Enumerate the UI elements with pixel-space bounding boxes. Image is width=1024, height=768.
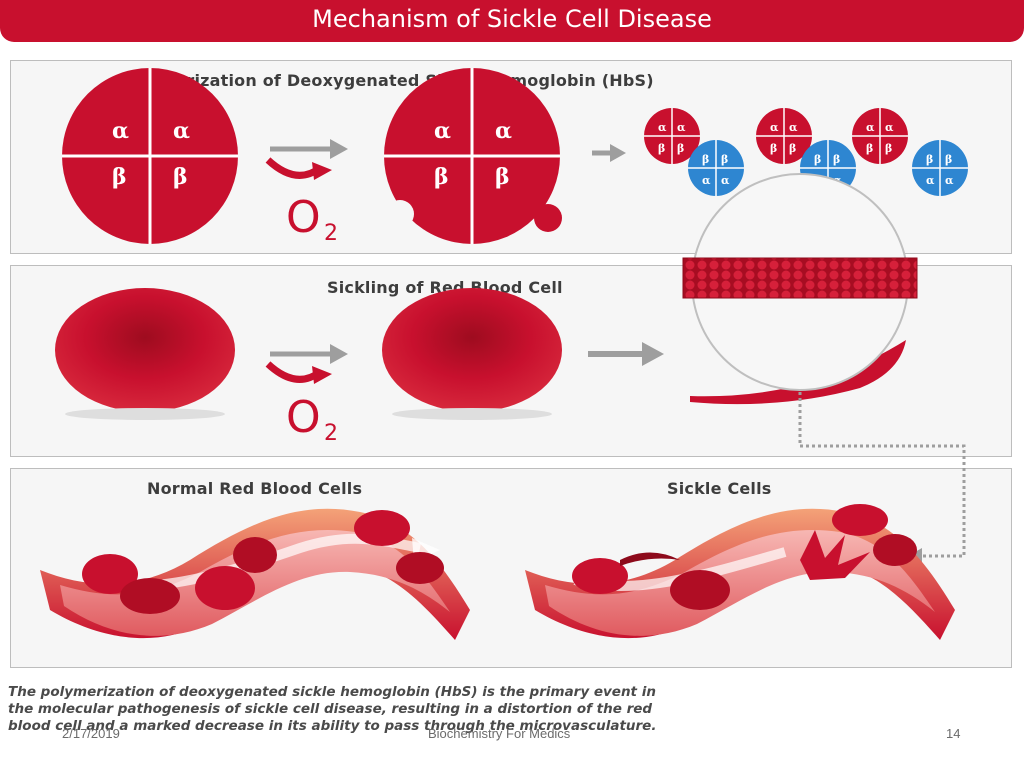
oxygen-symbol: O bbox=[286, 192, 321, 243]
beta-label: β bbox=[721, 153, 728, 166]
alpha-label: α bbox=[945, 174, 954, 187]
footer-date: 2/17/2019 bbox=[62, 726, 120, 741]
beta-label: β bbox=[658, 142, 665, 155]
beta-label: β bbox=[770, 142, 777, 155]
beta-label: β bbox=[814, 153, 821, 166]
oxygen-subscript: 2 bbox=[324, 421, 338, 446]
alpha-label: α bbox=[173, 118, 190, 144]
oxygen-symbol: O bbox=[286, 392, 321, 443]
sickle-cell-blood-vessel bbox=[525, 504, 955, 640]
normal-cells-header: Normal Red Blood Cells bbox=[147, 479, 363, 498]
alpha-label: α bbox=[658, 121, 667, 134]
deoxygenated-red-blood-cell bbox=[382, 288, 562, 412]
alpha-label: α bbox=[926, 174, 935, 187]
alpha-label: α bbox=[770, 121, 779, 134]
hbs-polymer bbox=[644, 108, 968, 196]
hemoglobin-tetramer bbox=[62, 68, 238, 244]
beta-label: β bbox=[789, 142, 796, 155]
beta-label: β bbox=[945, 153, 952, 166]
alpha-label: α bbox=[677, 121, 686, 134]
alpha-label: α bbox=[434, 118, 451, 144]
sickle-cell bbox=[690, 340, 906, 405]
beta-label: β bbox=[434, 164, 449, 190]
release-arrow-head bbox=[312, 162, 332, 180]
alpha-label: α bbox=[866, 121, 875, 134]
caption-line: the molecular pathogenesis of sickle cel… bbox=[8, 701, 653, 717]
deoxy-hemoglobin-tetramer bbox=[384, 68, 562, 244]
alpha-label: α bbox=[112, 118, 129, 144]
beta-label: β bbox=[112, 164, 127, 190]
sickle-cells-header: Sickle Cells bbox=[667, 479, 772, 498]
slide-title: Mechanism of Sickle Cell Disease bbox=[312, 5, 712, 33]
alpha-label: α bbox=[721, 174, 730, 187]
beta-label: β bbox=[866, 142, 873, 155]
normal-red-blood-cell bbox=[55, 288, 235, 412]
caption-line: The polymerization of deoxygenated sickl… bbox=[8, 684, 656, 700]
beta-label: β bbox=[495, 164, 510, 190]
alpha-label: α bbox=[702, 174, 711, 187]
beta-label: β bbox=[173, 164, 188, 190]
alpha-label: α bbox=[885, 121, 894, 134]
beta-label: β bbox=[702, 153, 709, 166]
oxygen-subscript: 2 bbox=[324, 221, 338, 246]
normal-blood-vessel bbox=[40, 508, 470, 640]
beta-label: β bbox=[677, 142, 684, 155]
beta-label: β bbox=[926, 153, 933, 166]
alpha-label: α bbox=[789, 121, 798, 134]
dotted-arrow-icon bbox=[798, 392, 966, 558]
caption-line: blood cell and a marked decrease in its … bbox=[8, 718, 657, 734]
beta-label: β bbox=[833, 153, 840, 166]
alpha-label: α bbox=[495, 118, 512, 144]
caption: The polymerization of deoxygenated sickl… bbox=[8, 684, 968, 735]
beta-label: β bbox=[885, 142, 892, 155]
polymer-magnifier bbox=[682, 173, 918, 391]
page-number: 14 bbox=[946, 726, 961, 741]
footer-title: Biochemistry For Medics bbox=[428, 726, 571, 741]
title-bar: Mechanism of Sickle Cell Disease bbox=[0, 0, 1024, 42]
